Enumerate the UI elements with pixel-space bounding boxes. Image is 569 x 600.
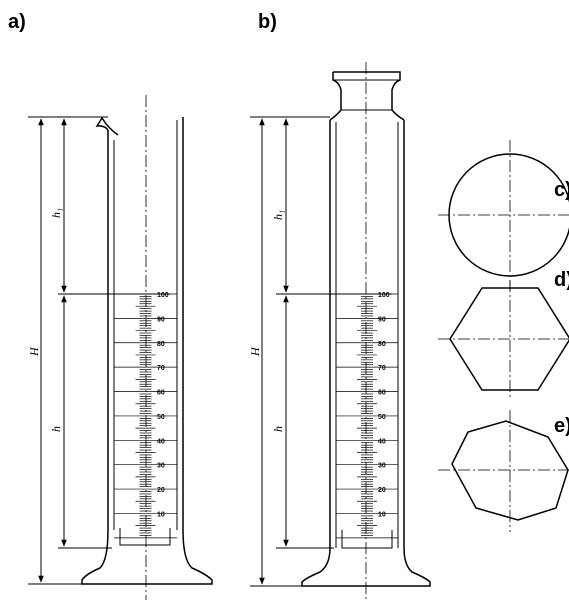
a-scale-number: 50 bbox=[157, 414, 165, 421]
a-scale-number: 90 bbox=[157, 316, 165, 323]
panel-label-a: a) bbox=[8, 11, 26, 33]
panel-label-c: c) bbox=[554, 179, 569, 201]
a-scale-number: 60 bbox=[157, 390, 165, 397]
b-scale-number: 20 bbox=[378, 487, 386, 494]
b-scale-number: 70 bbox=[378, 365, 386, 372]
a-scale-number: 40 bbox=[157, 438, 165, 445]
dim-label-h1-b: h₁ bbox=[271, 210, 285, 220]
dim-label-H-a: H bbox=[27, 346, 41, 357]
scale-a: 100 90 80 70 60 50 40 30 20 10 bbox=[114, 292, 177, 539]
dimensions-b: H h₁ h bbox=[248, 116, 392, 587]
panel-label-b: b) bbox=[258, 11, 277, 33]
panel-label-e: e) bbox=[554, 415, 569, 437]
a-scale-number: 10 bbox=[157, 511, 165, 518]
a-scale-number: 100 bbox=[157, 292, 169, 299]
b-scale-number: 50 bbox=[378, 414, 386, 421]
b-scale-number: 90 bbox=[378, 316, 386, 323]
dim-label-h-a: h bbox=[49, 426, 63, 432]
a-scale-number: 70 bbox=[157, 365, 165, 372]
dim-label-h1-a: h₁ bbox=[49, 208, 63, 218]
dim-label-h-b: h bbox=[271, 426, 285, 432]
a-scale-number: 30 bbox=[157, 463, 165, 470]
dimensions-a: H h₁ h bbox=[27, 116, 170, 585]
b-scale-number: 100 bbox=[378, 292, 390, 299]
section-circle bbox=[438, 140, 569, 290]
a-scale-number: 80 bbox=[157, 341, 165, 348]
a-scale-number: 20 bbox=[157, 487, 165, 494]
b-scale-number: 80 bbox=[378, 341, 386, 348]
panel-label-d: d) bbox=[554, 269, 569, 291]
section-octagon bbox=[438, 410, 569, 532]
b-scale-number: 10 bbox=[378, 511, 386, 518]
dim-label-H-b: H bbox=[248, 346, 262, 357]
b-scale-number: 60 bbox=[378, 390, 386, 397]
b-scale-number: 40 bbox=[378, 438, 386, 445]
b-scale-number: 30 bbox=[378, 463, 386, 470]
scale-b: 100 90 80 70 60 50 40 30 20 10 bbox=[336, 292, 398, 539]
section-hexagon bbox=[438, 280, 569, 398]
cylinder-b bbox=[301, 62, 431, 600]
